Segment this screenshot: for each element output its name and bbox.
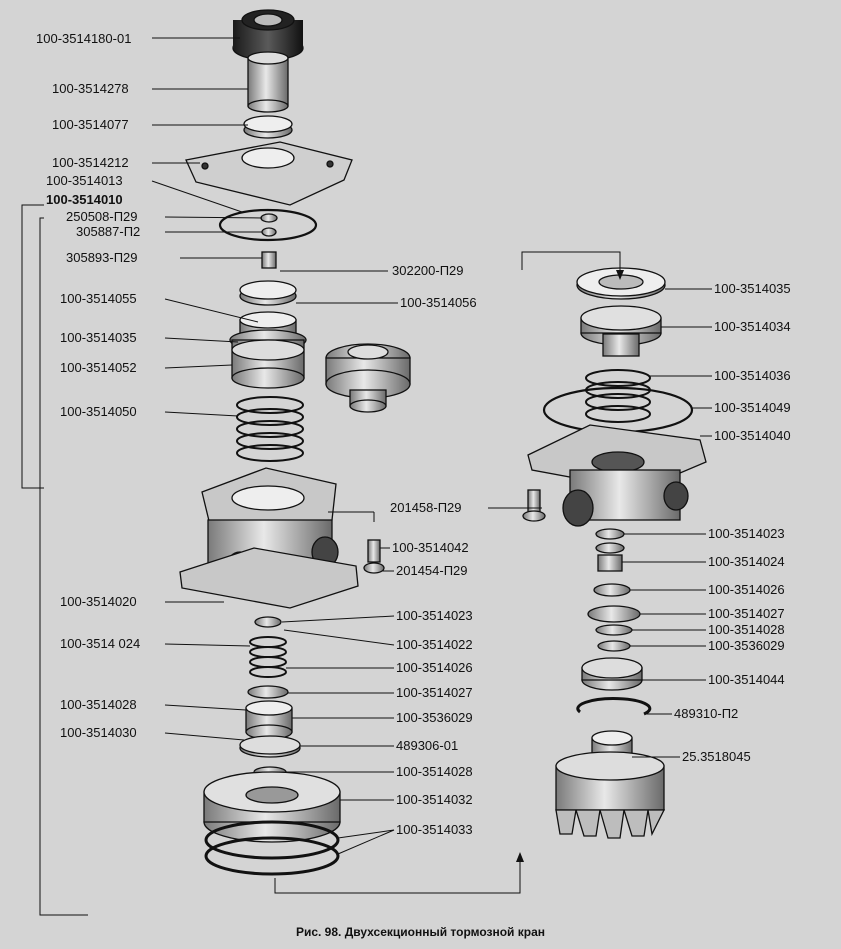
bottom-cap-part: [555, 730, 666, 839]
screw-part: [363, 539, 385, 574]
part-label-left: 100-3514052: [60, 360, 137, 375]
part-label-right: 25.3518045: [682, 749, 751, 764]
part-label-left: 100-3514013: [46, 173, 123, 188]
nut-part: [597, 554, 623, 572]
housing-part: [527, 424, 707, 527]
valve-seat-part: [239, 280, 297, 306]
washer-part: [261, 227, 277, 237]
mounting-plate-part: [185, 141, 353, 206]
part-label-right: 100-3514027: [708, 606, 785, 621]
housing-part: [179, 467, 359, 609]
piston-part: [580, 305, 662, 357]
part-label-left: 100-3514 024: [60, 636, 141, 651]
valve-assembly-part: [325, 343, 411, 413]
seal-part: [245, 700, 293, 740]
part-label-center: 201454-П29: [396, 563, 468, 578]
washer-part: [595, 624, 633, 636]
part-label-right: 489310-П2: [674, 706, 739, 721]
spring-part: [236, 396, 304, 462]
rubber-boot-part: [232, 9, 304, 61]
spring-part: [249, 636, 287, 678]
part-label-right: 100-3514036: [714, 368, 791, 383]
washer-part: [595, 542, 625, 554]
figure-caption: Рис. 98. Двухсекционный тормозной кран: [295, 925, 546, 939]
part-label-left: 100-3514055: [60, 291, 137, 306]
part-label-center: 100-3514027: [396, 685, 473, 700]
valve-part: [239, 735, 301, 758]
part-label-right: 100-3514023: [708, 526, 785, 541]
part-label-left: 100-3514180-01: [36, 31, 132, 46]
part-label-right: 100-3514034: [714, 319, 791, 334]
part-label-left: 100-3514028: [60, 697, 137, 712]
part-label-left: 100-3514030: [60, 725, 137, 740]
piston-part: [229, 311, 307, 389]
part-label-center: 100-3514022: [396, 637, 473, 652]
seal-part: [581, 657, 643, 691]
washer-part: [595, 528, 625, 540]
part-label-left: 100-3514212: [52, 155, 129, 170]
part-label-right: 100-3514044: [708, 672, 785, 687]
circlip-part: [576, 697, 652, 716]
part-label-left: 305893-П29: [66, 250, 138, 265]
part-label-left: 100-3514050: [60, 404, 137, 419]
washer-part: [597, 640, 631, 652]
plunger-part: [247, 51, 289, 113]
part-label-center: 100-3514032: [396, 792, 473, 807]
large-piston-part: [203, 771, 341, 843]
part-label-center: 489306-01: [396, 738, 459, 753]
part-label-center: 100-3514026: [396, 660, 473, 675]
part-label-right: 100-3514028: [708, 622, 785, 637]
part-label-center: 100-3514028: [396, 764, 473, 779]
part-label-right: 100-3514040: [714, 428, 791, 443]
part-label-center: 302200-П29: [392, 263, 464, 278]
part-label-left: 100-3514077: [52, 117, 129, 132]
spring-part: [585, 369, 651, 423]
part-label-left: 100-3514020: [60, 594, 137, 609]
part-label-right: 100-3514035: [714, 281, 791, 296]
assembly-label: 100-3514010: [46, 192, 123, 207]
part-label-right: 100-3514026: [708, 582, 785, 597]
part-label-left: 100-3514278: [52, 81, 129, 96]
o-ring-part: [204, 820, 340, 876]
washer-part: [254, 616, 282, 628]
part-label-center: 100-3514056: [400, 295, 477, 310]
part-label-center: 100-3514023: [396, 608, 473, 623]
part-label-right: 100-3514024: [708, 554, 785, 569]
part-label-right: 100-3536029: [708, 638, 785, 653]
part-label-right: 100-3514049: [714, 400, 791, 415]
ring-part: [243, 115, 293, 139]
part-label-center: 100-3536029: [396, 710, 473, 725]
part-label-center: 100-3514042: [392, 540, 469, 555]
part-label-left: 305887-П2: [76, 224, 141, 239]
washer-part: [247, 685, 289, 699]
gasket-ring-part: [218, 208, 318, 242]
part-label-left: 250508-П29: [66, 209, 138, 224]
washer-part: [587, 605, 641, 623]
part-label-left: 100-3514035: [60, 330, 137, 345]
washer-part: [260, 213, 278, 223]
bolt-part: [522, 489, 546, 522]
nut-part: [261, 251, 277, 269]
washer-part: [593, 583, 631, 597]
part-label-center: 201458-П29: [390, 500, 462, 515]
part-label-center: 100-3514033: [396, 822, 473, 837]
